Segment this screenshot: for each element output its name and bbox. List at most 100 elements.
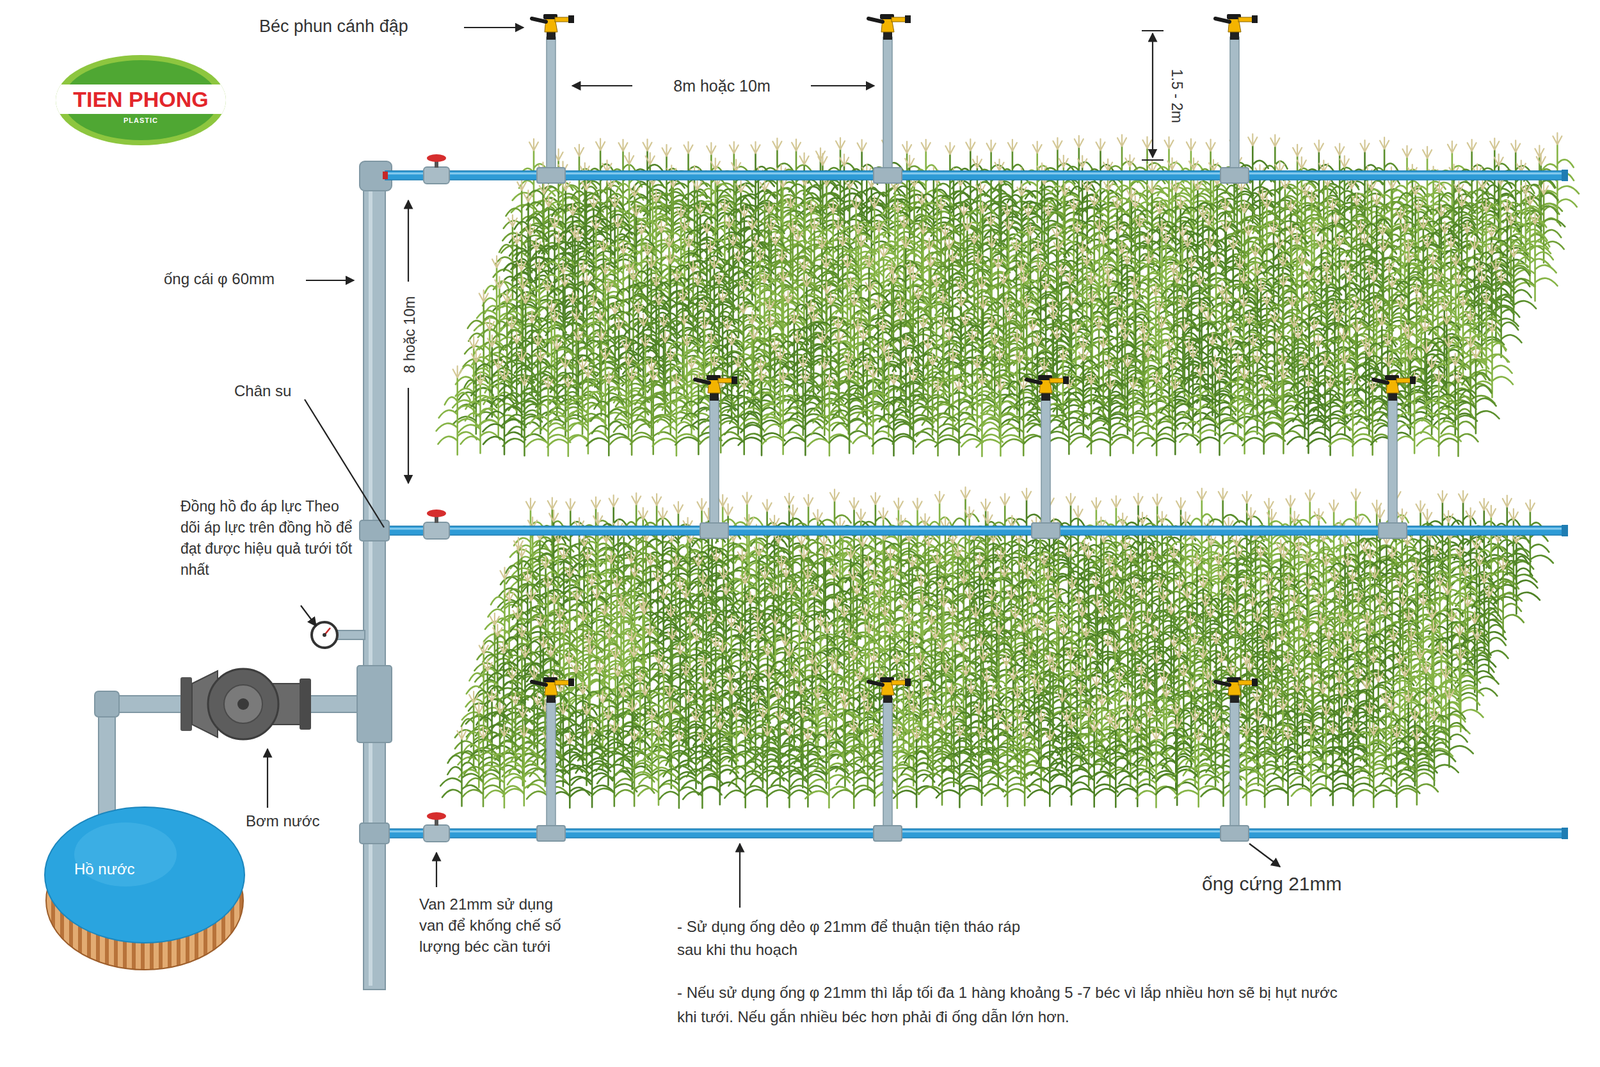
- corn-tassel: [583, 365, 593, 377]
- corn-tassel: [1074, 592, 1084, 604]
- corn-tassel: [1489, 138, 1499, 150]
- corn-tassel: [673, 501, 683, 514]
- corn-tassel: [853, 222, 863, 234]
- corn-tassel: [844, 625, 854, 638]
- corn-tassel: [494, 276, 504, 288]
- corn-tassel: [965, 138, 975, 151]
- corn-tassel: [1479, 571, 1489, 584]
- corn-tassel: [1015, 351, 1024, 363]
- corn-tassel: [589, 195, 599, 208]
- corn-tassel: [1240, 367, 1250, 379]
- corn-tassel: [1375, 506, 1385, 519]
- corn-tassel: [799, 258, 809, 271]
- corn-plant: [501, 360, 543, 438]
- corn-tassel: [829, 566, 839, 578]
- corn-tassel: [1103, 263, 1113, 275]
- corn-tassel: [520, 645, 530, 658]
- corn-plant: [581, 273, 630, 339]
- corn-tassel: [1516, 160, 1526, 173]
- corn-tassel: [1416, 293, 1426, 305]
- corn-tassel: [711, 158, 720, 170]
- corn-tassel: [1105, 377, 1115, 390]
- corn-tassel: [522, 570, 532, 582]
- corn-tassel: [1534, 145, 1544, 157]
- corn-tassel: [938, 291, 948, 303]
- corn-tassel: [526, 498, 536, 511]
- corn-tassel: [1004, 218, 1014, 230]
- corn-tassel: [736, 621, 745, 633]
- corn-tassel: [917, 592, 927, 605]
- corn-tassel: [940, 224, 950, 236]
- corn-plant: [1268, 586, 1310, 651]
- corn-tassel: [693, 273, 703, 285]
- corn-tassel: [731, 159, 741, 171]
- corn-tassel: [676, 205, 686, 217]
- corn-tassel: [1024, 204, 1033, 216]
- corn-tassel: [1098, 604, 1108, 616]
- corn-plant: [935, 390, 984, 456]
- corn-plant: [1372, 188, 1413, 261]
- corn-tassel: [1246, 507, 1256, 520]
- corn-tassel: [1129, 577, 1139, 589]
- corn-tassel: [1022, 295, 1032, 308]
- corn-tassel: [899, 597, 909, 610]
- corn-tassel: [1104, 554, 1114, 567]
- corn-tassel: [719, 567, 729, 580]
- corn-tassel: [1248, 593, 1257, 606]
- corn-tassel: [791, 139, 801, 152]
- corn-tassel: [977, 373, 987, 385]
- corn-tassel: [517, 545, 527, 557]
- corn-tassel: [659, 314, 669, 327]
- corn-tassel: [1157, 511, 1167, 523]
- corn-plant: [1047, 556, 1092, 634]
- corn-plant: [1087, 389, 1135, 456]
- corn-tassel: [1223, 583, 1233, 596]
- corn-tassel: [1111, 496, 1121, 508]
- corn-tassel: [574, 328, 584, 341]
- corn-tassel: [614, 318, 624, 330]
- corn-tassel: [721, 583, 731, 595]
- corn-tassel: [490, 613, 500, 625]
- corn-tassel: [633, 301, 643, 313]
- corn-tassel: [756, 359, 766, 371]
- corn-tassel: [698, 655, 708, 667]
- corn-tassel: [720, 199, 729, 212]
- corn-tassel: [1082, 253, 1092, 265]
- corn-tassel: [822, 282, 832, 294]
- corn-tassel: [592, 586, 601, 599]
- corn-tassel: [577, 357, 587, 370]
- corn-tassel: [1279, 546, 1289, 559]
- corn-tassel: [1186, 138, 1196, 151]
- corn-tassel: [835, 137, 845, 150]
- corn-tassel: [1208, 160, 1218, 172]
- corn-tassel: [1184, 338, 1194, 351]
- corn-tassel: [972, 356, 982, 368]
- corn-tassel: [1210, 355, 1220, 367]
- corn-tassel: [1041, 278, 1051, 290]
- corn-plant: [1287, 386, 1330, 454]
- corn-tassel: [833, 218, 843, 230]
- corn-tassel: [1007, 515, 1017, 528]
- corn-tassel: [1190, 632, 1200, 644]
- corn-tassel: [1297, 253, 1307, 265]
- corn-tassel: [936, 198, 946, 210]
- corn-tassel: [1300, 353, 1310, 366]
- corn-plant: [1022, 184, 1066, 261]
- corn-tassel: [816, 613, 825, 626]
- corn-tassel: [902, 141, 912, 153]
- corn-tassel: [754, 544, 764, 556]
- corn-tassel: [672, 373, 681, 385]
- corn-tassel: [1409, 371, 1419, 384]
- corn-tassel: [579, 534, 589, 546]
- corn-tassel: [1552, 133, 1562, 145]
- corn-tassel: [864, 621, 874, 633]
- corn-tassel: [1299, 625, 1309, 637]
- corn-tassel: [517, 349, 527, 361]
- corn-tassel: [595, 138, 605, 151]
- corn-tassel: [1060, 183, 1070, 196]
- corn-tassel: [627, 368, 637, 381]
- corn-tassel: [1023, 566, 1033, 578]
- corn-tassel: [1150, 625, 1160, 638]
- corn-tassel: [583, 548, 592, 560]
- corn-tassel: [1398, 593, 1408, 606]
